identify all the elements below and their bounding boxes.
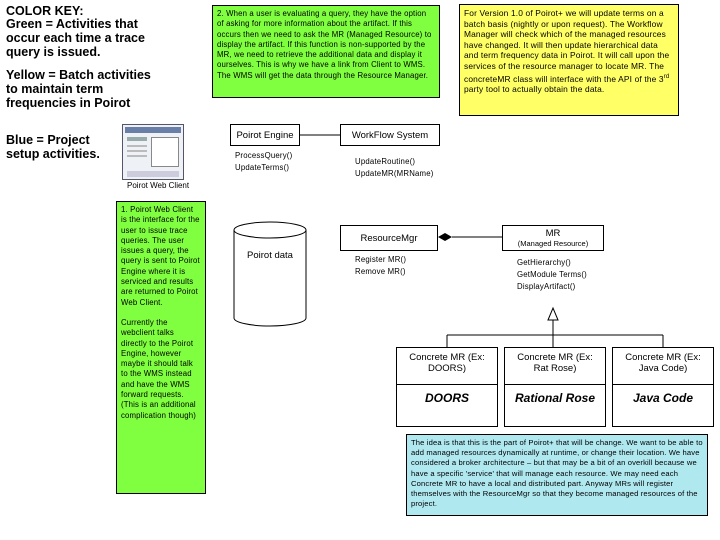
web-client-thumbnail (122, 124, 184, 180)
workflow-system-title: WorkFlow System (351, 130, 429, 141)
workflow-method-update-routine: UpdateRoutine() (355, 157, 416, 166)
workflow-system-box: WorkFlow System (340, 124, 440, 146)
mr-subtitle: (Managed Resource) (517, 239, 589, 248)
inheritance-triangle (547, 306, 559, 321)
mr-method-display-artifact: DisplayArtifact() (517, 282, 576, 291)
green-note-web-client-2: Currently the webclient talks directly t… (121, 317, 196, 420)
green-note-web-client: 1. Poirot Web Client is the interface fo… (116, 201, 206, 494)
web-client-label: Poirot Web Client (127, 181, 190, 190)
mr-title: MR (545, 228, 561, 239)
resource-mgr-box: ResourceMgr (340, 225, 438, 251)
green-note-web-client-1: 1. Poirot Web Client is the interface fo… (121, 205, 200, 307)
poirot-data-label: Poirot data (247, 250, 293, 261)
concrete-mr-java: Concrete MR (Ex: Java Code) Java Code (612, 347, 714, 427)
resource-mgr-title: ResourceMgr (360, 233, 418, 244)
color-key-green: Green = Activities that occur each time … (6, 17, 145, 59)
engine-method-process-query: ProcessQuery() (235, 151, 293, 160)
mr-method-get-module-terms: GetModule Terms() (517, 270, 587, 279)
concrete-mr-doors-label: Concrete MR (Ex: DOORS) (409, 352, 485, 374)
mr-box: MR (Managed Resource) (502, 225, 604, 251)
resource-mgr-method-register: Register MR() (355, 255, 407, 264)
color-key-title: COLOR KEY: (6, 4, 84, 18)
yellow-note-batch: For Version 1.0 of Poirot+ we will updat… (459, 4, 679, 116)
mr-method-get-hierarchy: GetHierarchy() (517, 258, 571, 267)
blue-note-managed-resources: The idea is that this is the part of Poi… (406, 434, 708, 516)
engine-method-update-terms: UpdateTerms() (235, 163, 290, 172)
concrete-mr-rose-label: Concrete MR (Ex: Rat Rose) (517, 352, 593, 374)
aggregation-diamond (438, 233, 452, 241)
color-key-yellow: Yellow = Batch activities to maintain te… (6, 68, 151, 110)
concrete-mr-java-label: Concrete MR (Ex: Java Code) (625, 352, 701, 374)
tool-doors: DOORS (424, 391, 469, 405)
tool-rational-rose: Rational Rose (514, 391, 595, 405)
poirot-engine-title: Poirot Engine (236, 130, 294, 141)
tool-java-code: Java Code (632, 391, 694, 405)
green-note-query: 2. When a user is evaluating a query, th… (212, 5, 440, 98)
workflow-method-update-mr: UpdateMR(MRName) (355, 169, 434, 178)
concrete-mr-doors: Concrete MR (Ex: DOORS) DOORS (396, 347, 498, 427)
poirot-data-cylinder (233, 221, 307, 327)
resource-mgr-method-remove: Remove MR() (355, 267, 406, 276)
concrete-mr-rose: Concrete MR (Ex: Rat Rose) Rational Rose (504, 347, 606, 427)
color-key-blue: Blue = Project setup activities. (6, 133, 100, 161)
poirot-engine-box: Poirot Engine (230, 124, 300, 146)
